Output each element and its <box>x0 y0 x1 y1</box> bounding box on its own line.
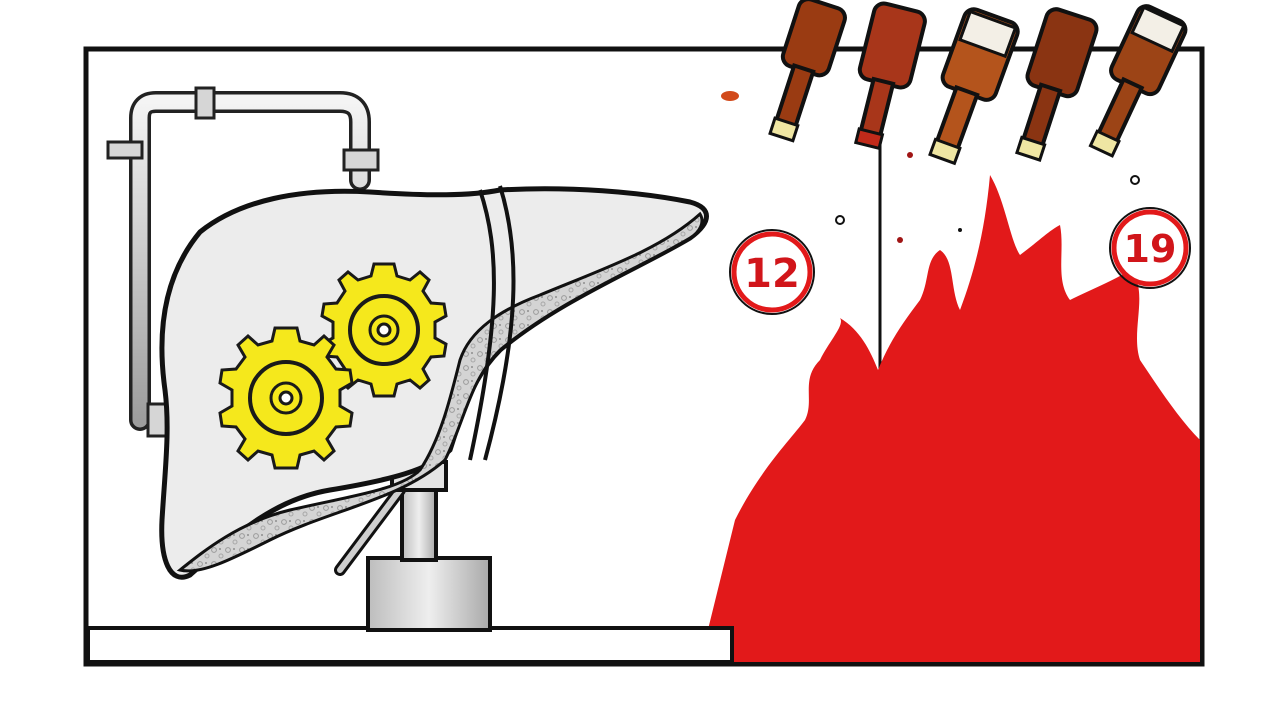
bottle-icon <box>1088 4 1188 158</box>
liver-organ <box>159 185 709 580</box>
gear-icon <box>320 262 448 398</box>
pipe-system <box>106 86 380 438</box>
bottle-icon <box>853 1 927 151</box>
badge-12-label: 12 <box>744 251 800 297</box>
liver-stand <box>334 460 492 632</box>
badge-19-label: 19 <box>1124 227 1177 271</box>
bottle-icon <box>768 0 847 143</box>
red-liquid-splash <box>700 175 1200 662</box>
gear-icon <box>218 326 354 470</box>
bottom-shelf <box>86 626 734 664</box>
bottle-icon <box>1015 7 1099 162</box>
bottles <box>721 0 1188 243</box>
badge-19: 19 <box>1109 207 1191 289</box>
bottle-icon <box>928 7 1020 166</box>
badge-12: 12 <box>729 229 815 315</box>
